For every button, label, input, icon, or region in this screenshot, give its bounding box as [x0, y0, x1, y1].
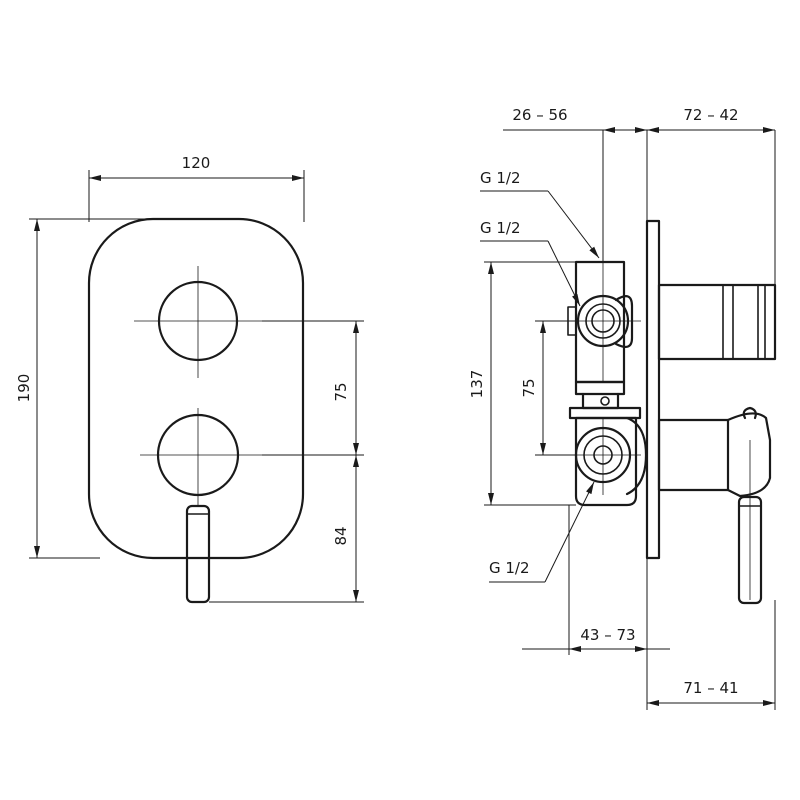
callout-connection-2: G 1/2 — [480, 219, 581, 307]
callout-connection-3-label: G 1/2 — [489, 559, 530, 577]
callout-connection-2-label: G 1/2 — [480, 219, 521, 237]
dimension-lever: 84 — [209, 455, 364, 603]
dimension-body-height: 137 — [468, 261, 576, 506]
dimension-height-label: 190 — [15, 374, 33, 403]
dimension-width-label: 120 — [182, 154, 211, 172]
dimension-projection-top-label: 72 – 42 — [683, 106, 738, 124]
dimension-knob-spacing: 75 — [262, 320, 364, 456]
cover-plate-side — [645, 219, 661, 560]
side-view: 26 – 56 72 – 42 G 1/2 G 1/2 G 1/2 137 — [468, 106, 777, 710]
dimension-wall-depth-top: 26 – 56 — [503, 106, 647, 133]
dimension-wall-depth-bottom: 43 – 73 — [522, 626, 670, 652]
upper-knob — [134, 266, 262, 378]
lower-knob — [140, 408, 262, 497]
dimension-wall-depth-top-label: 26 – 56 — [512, 106, 567, 124]
dimension-lever-label: 84 — [332, 526, 350, 545]
cover-plate-outline — [87, 217, 305, 560]
dimension-projection-bottom: 71 – 41 — [647, 679, 775, 706]
upper-connection — [565, 294, 641, 349]
front-view: 120 190 75 84 — [15, 154, 364, 604]
valve-body — [567, 260, 626, 410]
dimension-body-height-label: 137 — [468, 370, 486, 399]
dimension-outlet-spacing-label: 75 — [520, 378, 538, 397]
callout-connection-1-label: G 1/2 — [480, 169, 521, 187]
dimension-projection-bottom-label: 71 – 41 — [683, 679, 738, 697]
lever-handle — [185, 495, 211, 604]
callout-connection-1: G 1/2 — [480, 169, 600, 259]
callout-connection-3: G 1/2 — [489, 481, 595, 583]
lower-knob-side — [657, 406, 772, 605]
dimension-knob-spacing-label: 75 — [332, 382, 350, 401]
dimension-projection-top: 72 – 42 — [647, 106, 775, 133]
dimension-width: 120 — [88, 154, 305, 222]
lower-mixer-body — [565, 406, 648, 507]
dimension-wall-depth-bottom-label: 43 – 73 — [580, 626, 635, 644]
dimension-height: 190 — [15, 218, 155, 559]
upper-knob-side — [657, 283, 777, 361]
dimension-outlet-spacing: 75 — [520, 320, 576, 456]
